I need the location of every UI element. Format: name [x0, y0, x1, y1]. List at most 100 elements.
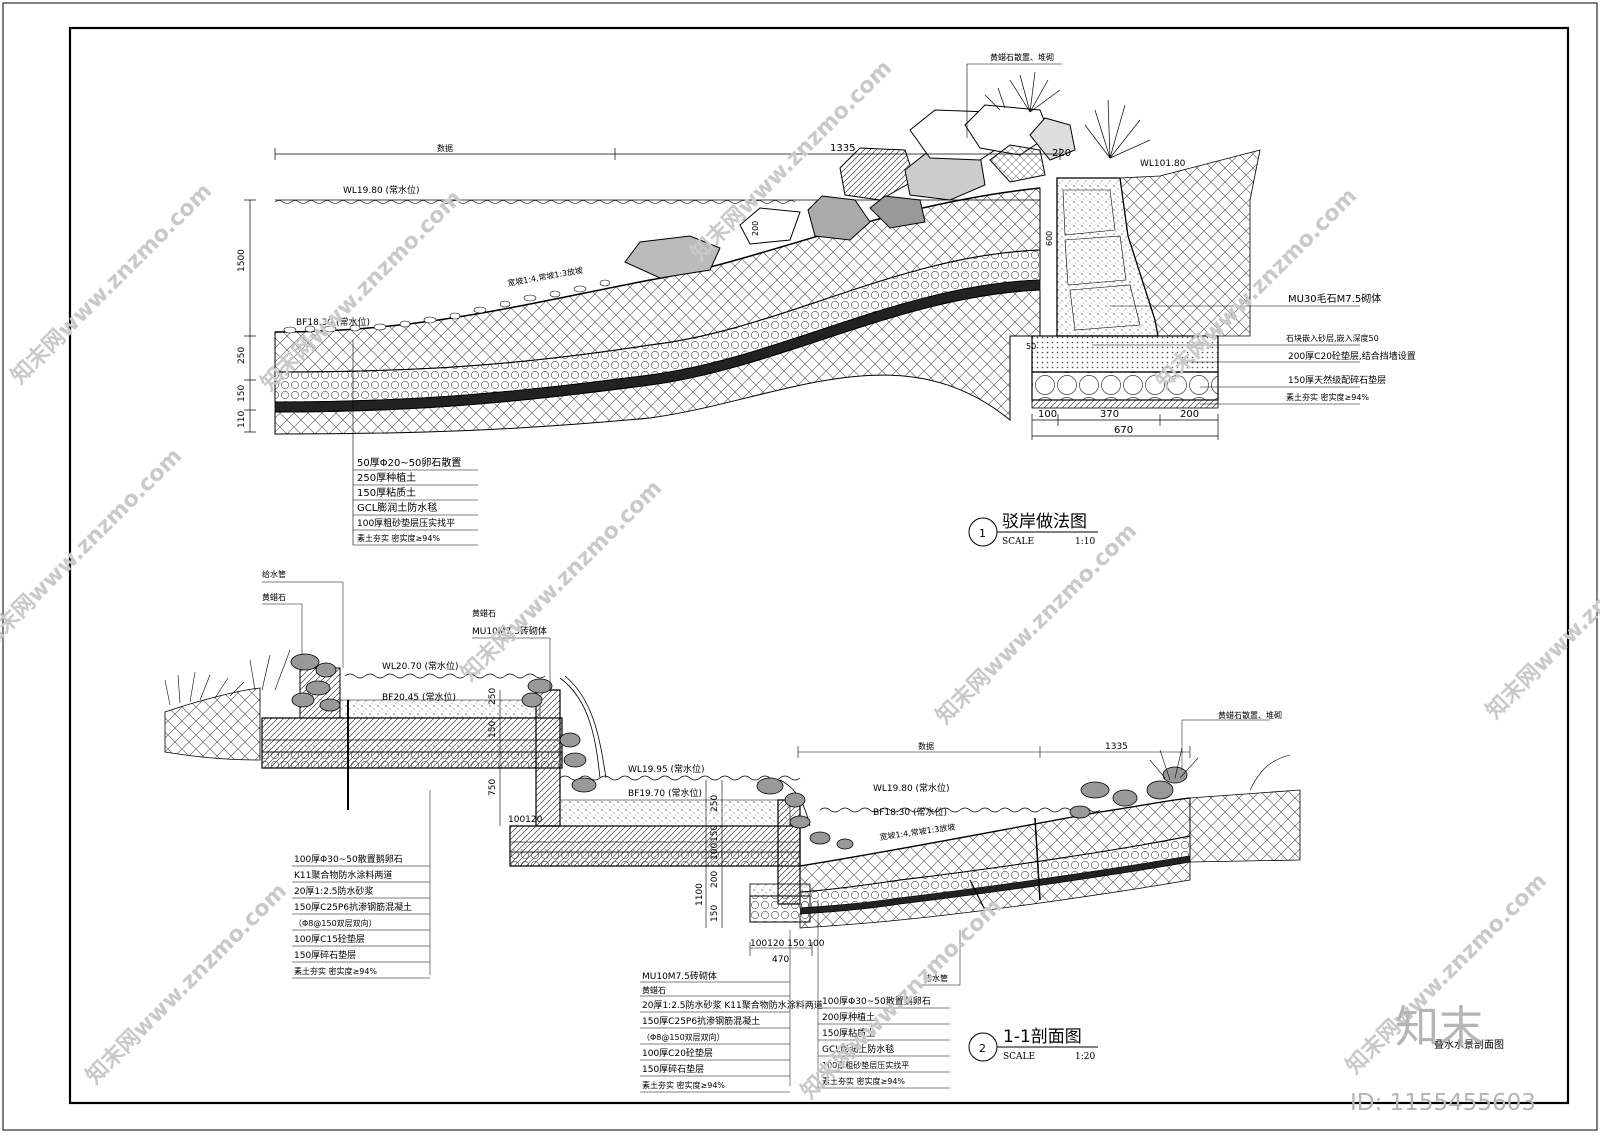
layer-mid-c20: 100厚C20砼垫层 [642, 1047, 713, 1059]
slope-note: 宽坡1:4,常坡1:3放坡 [507, 265, 584, 288]
detail-2-number: 2 [979, 1042, 986, 1055]
bottom-total: 470 [772, 955, 789, 965]
dim-width-label-2: 数据 [918, 741, 934, 751]
vdim-100: 100 [710, 843, 720, 860]
layer-right-soil: 200厚种植土 [822, 1011, 875, 1023]
note-gravel-bed: 150厚天然级配碎石垫层 [1288, 374, 1386, 386]
layer-mid-stone: 黄蜡石 [642, 985, 666, 995]
layer-planting-soil: 250厚种植土 [357, 471, 416, 484]
detail-1-number: 1 [979, 527, 986, 540]
watermark-text: 知末网www.znzmo.com [6, 178, 217, 389]
vdim-200: 200 [710, 871, 720, 888]
dim-220: 220 [1052, 148, 1071, 159]
detail-1-revetment: 1500 250 150 110 数据 1335 220 200 600 WL1… [237, 52, 1416, 547]
pipe-label: 排水管 [924, 973, 948, 983]
note-compacted-soil: 素土夯实 密实度≥94% [1286, 392, 1369, 402]
layer-left-gravel: 150厚碎石垫层 [294, 949, 356, 961]
vdim-1100: 1100 [695, 883, 705, 906]
watermark-text: 知末网www.znzmo.com [81, 878, 292, 1089]
note-yellow-stone-mid: 黄蜡石 [472, 608, 496, 618]
water-level-right-label: WL101.80 [1140, 159, 1186, 169]
watermark-layer: 知末网www.znzmo.com 知末网www.znzmo.com 知末网www… [0, 55, 1600, 1116]
wl-upper: WL20.70 (常水位) [382, 660, 459, 672]
watermark-text: 知末网www.znzmo.com [1481, 513, 1600, 724]
dim-110: 110 [237, 411, 247, 428]
dim-1335: 1335 [830, 143, 855, 154]
note-yellow-stone-left: 黄蜡石 [262, 592, 286, 602]
layer-left-concrete: 150厚C25P6抗渗钢筋混凝土 [294, 901, 412, 913]
vdim-250-b: 250 [710, 795, 720, 812]
dim-200: 200 [751, 221, 760, 236]
layer-compacted: 素土夯实 密实度≥94% [357, 533, 440, 543]
layer-pebble: 50厚Φ20~50卵石散置 [357, 456, 461, 469]
brand-logo: 知末 [1395, 1002, 1483, 1053]
watermark-text: 知末网www.znzmo.com [0, 443, 187, 654]
note-water-supply: 给水管 [262, 569, 286, 579]
watermark-text: 知末网www.znzmo.com [456, 475, 667, 686]
base-dim-200: 200 [1180, 409, 1199, 420]
vdim-250: 250 [488, 688, 498, 705]
layer-right-sand: 100厚粗砂垫层压实找平 [822, 1060, 909, 1070]
layer-clay: 150厚粘质土 [357, 486, 416, 499]
dim-1335-2: 1335 [1105, 742, 1128, 752]
detail-1-scale-label: SCALE [1002, 537, 1034, 547]
corner-text: 叠水水景剖面图 [1434, 1038, 1504, 1051]
note-stone-masonry: MU30毛石M7.5砌体 [1288, 293, 1381, 305]
water-level-label: WL19.80 (常水位) [343, 184, 420, 196]
base-50: 50 [1026, 342, 1036, 351]
vdim-750: 750 [488, 779, 498, 796]
layer-mid-concrete: 150厚C25P6抗渗钢筋混凝土 [642, 1015, 760, 1027]
layer-left-rebar: （Φ8@150双层双向） [294, 918, 377, 928]
dim-600: 600 [1045, 231, 1054, 246]
vdim-150-c: 150 [710, 905, 720, 922]
layer-left-pebble: 100厚Φ30~50散置鹅卵石 [294, 853, 403, 865]
note-stone-embed: 石块嵌入砂层,嵌入深度50 [1286, 333, 1379, 343]
dim-width-label: 数据 [437, 143, 453, 153]
detail-2-title: 1-1剖面图 [1003, 1027, 1082, 1047]
dim-1500: 1500 [237, 249, 247, 272]
base-dim-370: 370 [1100, 409, 1119, 420]
inner-frame [68, 26, 1570, 1105]
bottom-dims: 100120 150 100 [750, 939, 825, 949]
dim-150: 150 [237, 385, 247, 402]
note-brick-masonry: MU10M7.5砖砌体 [472, 625, 547, 637]
layer-left-k11: K11聚合物防水涂料两道 [294, 869, 392, 881]
layer-sand: 100厚粗砂垫层压实找平 [357, 517, 455, 529]
layer-mid-gravel: 150厚碎石垫层 [642, 1063, 704, 1075]
base-dim-100: 100 [1038, 409, 1057, 420]
layer-right-clay: 150厚粘质土 [822, 1027, 875, 1039]
detail-2-section: 给水管 黄蜡石 黄蜡石 MU10M7.5砖砌体 黄蜡石散置、堆砌 WL20.70… [164, 569, 1504, 1093]
note-concrete-bed: 200厚C20砼垫层,结合挡墙设置 [1288, 350, 1416, 362]
wl-middle: WL19.95 (常水位) [628, 763, 705, 775]
image-id: ID: 1155455603 [1350, 1090, 1536, 1116]
slope-note-2: 宽坡1:4,常坡1:3放坡 [879, 821, 956, 842]
layer-mid-rebar: （Φ8@150双层双向） [642, 1032, 725, 1042]
dim-100120: 100120 [508, 815, 543, 825]
detail-2-scale-value: 1:20 [1075, 1052, 1095, 1062]
base-dim-670: 670 [1114, 425, 1133, 436]
layer-left-mortar: 20厚1:2.5防水砂浆 [294, 885, 374, 897]
vdim-150: 150 [488, 721, 498, 738]
gravel-base [1031, 371, 1219, 401]
layer-right-gcl: GCL膨润土防水毯 [822, 1043, 894, 1055]
note-rockery-right: 黄蜡石散置、堆砌 [1218, 710, 1282, 720]
detail-2-scale-label: SCALE [1003, 1052, 1035, 1062]
layer-gcl: GCL膨润土防水毯 [357, 501, 437, 514]
layer-right-pebble: 100厚Φ30~50散置鹅卵石 [822, 995, 931, 1007]
wl-lower: WL19.80 (常水位) [873, 782, 950, 794]
bf-upper: BF20.45 (常水位) [382, 691, 456, 703]
layer-left-c15: 100厚C15砼垫层 [294, 933, 365, 945]
bf-lower: BF18.30 (常水位) [873, 806, 947, 818]
layer-mid-soil: 素土夯实 密实度≥94% [642, 1080, 725, 1090]
concrete-footing [1031, 335, 1219, 373]
plants [984, 71, 1151, 159]
pool-bottom-label: BF18.30 (常水位) [296, 316, 370, 328]
rockery-rocks [624, 104, 1076, 279]
top-note: 黄蜡石散置、堆砌 [990, 52, 1054, 62]
vdim-150-b: 150 [710, 825, 720, 842]
detail-1-title: 驳岸做法图 [1002, 512, 1087, 532]
layer-mid-mortar: 20厚1:2.5防水砂浆 K11聚合物防水涂料两道 [642, 999, 823, 1011]
